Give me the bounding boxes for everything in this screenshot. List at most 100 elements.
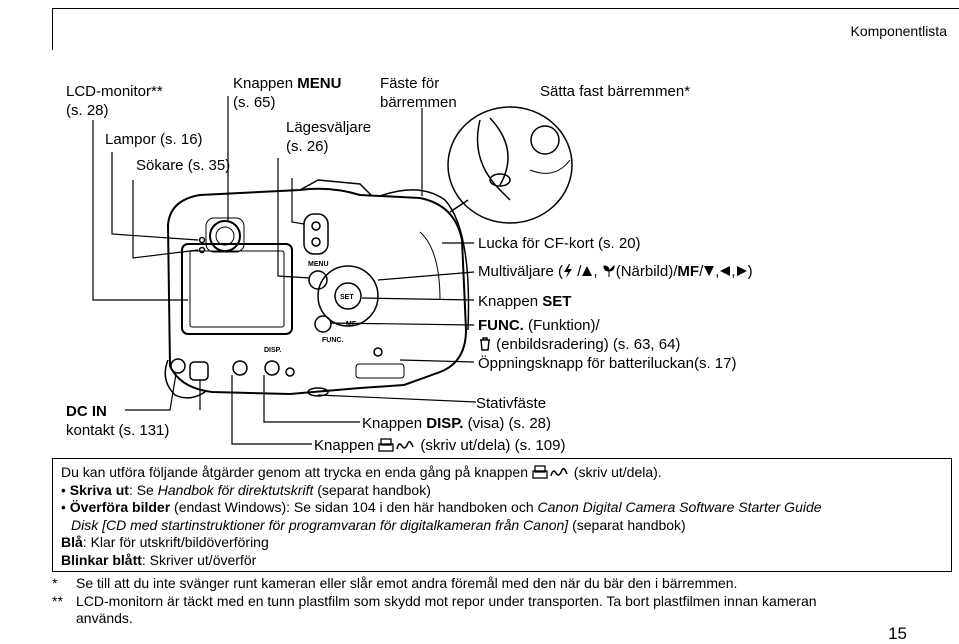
set-bold: SET [542,293,572,310]
lcd-screen [181,243,293,335]
label-menu: Knappen MENU (s. 65) [233,74,341,112]
page-number: 15 [888,624,907,643]
bullet-transfer-italic-2: Disk [CD med startinstruktioner för prog… [71,516,569,533]
down-arrow-icon [704,266,715,276]
info-bullet-transfer-cont: Disk [CD med startinstruktioner för prog… [61,517,943,535]
label-menu-text: Knappen [233,75,298,92]
footnote-2-text: LCD-monitorn är täckt med en tunn plastf… [76,593,817,626]
label-lcd: LCD-monitor** (s. 28) [66,82,163,120]
label-menu-bold: MENU [297,75,342,92]
label-set-button: Knappen SET [478,292,571,311]
camera-grip [379,189,470,331]
label-disp-button: Knappen DISP. (visa) (s. 28) [362,414,551,433]
disp-bold: DISP. [426,415,464,432]
func-line2: (enbildsradering) (s. 63, 64) [478,335,680,354]
label-cf-cover: Lucka för CF-kort (s. 20) [478,235,641,252]
dcin-line2: kontakt (s. 131) [66,422,170,439]
print-share-icon [378,438,414,452]
label-mode-line1: Lägesväljare [286,119,372,136]
blink-text: : Skriver ut/överför [141,551,257,568]
bullet-transfer-b: (separat handbok) [568,516,686,533]
label-menu-line1: Knappen MENU [233,74,341,93]
multi-text-a: Multiväljare ( [478,263,564,280]
bullet-transfer-bold: Överföra bilder [69,499,171,515]
page-header: Komponentlista [52,8,959,50]
multi-text-f: / [699,263,704,280]
dcin-line1: DC IN [66,403,107,420]
label-strap-line1: Fäste för [380,75,440,92]
func-text: (Funktion)/ [523,317,600,334]
label-mode-line2: (s. 26) [286,138,329,155]
blue-bold: Blå [61,534,83,550]
info-box: Du kan utföra följande åtgärder genom at… [52,458,952,572]
info-blink: Blinkar blått: Skriver ut/överför [61,552,943,570]
multi-text-mf: MF [677,263,700,280]
bullet-transfer-a: (endast Windows): Se sidan 104 i den här… [170,499,538,515]
label-strap-line2: bärremmen [380,94,457,111]
bullet-print-a: : Se [128,481,158,498]
footnote-1-mark: * [52,575,58,591]
multi-text-c: , [593,263,602,280]
label-lcd-line2: (s. 28) [66,102,109,119]
multi-text-b: / [573,263,582,280]
info-bullet-transfer: • Överföra bilder (endast Windows): Se s… [61,499,822,515]
cam-mf-mark: MF [346,321,357,328]
disp-text: Knappen [362,415,427,432]
info-intro-a: Du kan utföra följande åtgärder genom at… [61,464,528,480]
footnote-1-text: Se till att du inte svänger runt kameran… [76,575,738,591]
bullet-transfer-italic: Canon Digital Camera Software Starter Gu… [537,499,822,515]
func-bold: FUNC. [478,317,524,334]
multi-selector [317,265,379,327]
print-share-icon [532,465,568,479]
multi-text-h: , [731,263,736,280]
up-arrow-icon [582,266,593,276]
menu-button-shape [308,270,328,290]
label-menu-line2: (s. 65) [233,94,276,111]
bullet-print-bold: Skriva ut [69,481,129,498]
camera-body-outline [166,187,468,396]
trash-icon [480,337,490,351]
info-blue: Blå: Klar för utskrift/bildöverföring [61,534,943,552]
label-battery-release: Öppningsknapp för batteriluckan(s. 17) [478,355,737,372]
footnote-2-mark: ** [52,593,63,609]
multi-text-g: , [715,263,720,280]
print-text: Knappen [314,437,379,454]
bullet-print-italic: Handbok för direktutskrift [157,481,314,498]
cam-func-mark: FUNC. [322,337,343,344]
print-text-2: (skriv ut/dela) (s. 109) [420,437,566,454]
multi-text-i: ) [747,263,753,280]
label-multi-selector: Multiväljare ( /, (Närbild)/MF/,,) [478,262,753,281]
section-title: Komponentlista [850,23,947,39]
macro-icon [603,264,615,277]
right-arrow-icon [736,266,747,276]
label-viewfinder: Sökare (s. 35) [136,157,231,174]
label-lamps: Lampor (s. 16) [105,131,203,148]
func-line1: FUNC. (Funktion)/ [478,316,680,335]
label-mode-dial: Lägesväljare (s. 26) [286,118,371,156]
func-line2-text: (enbildsradering) (s. 63, 64) [496,336,681,353]
footnote-1: * Se till att du inte svänger runt kamera… [52,575,737,592]
label-func-button: FUNC. (Funktion)/ (enbildsradering) (s. … [478,316,680,354]
label-attach-strap: Sätta fast bärremmen* [540,83,691,100]
set-text: Knappen [478,293,543,310]
strap-detail-circle [447,106,573,224]
bullet-print-b: (separat handbok) [313,481,431,498]
cam-disp-mark: DISP. [264,347,281,354]
flash-icon [564,264,573,278]
blink-bold: Blinkar blått [61,551,142,568]
multi-text-d: (Närbild)/ [615,263,678,280]
info-bullet-print: • Skriva ut: Se Handbok för direktutskri… [61,481,431,498]
left-arrow-icon [720,266,731,276]
cam-menu-mark: MENU [308,261,329,268]
footnote-2: ** LCD-monitorn är täckt med en tunn plas… [52,593,832,627]
info-intro: Du kan utföra följande åtgärder genom at… [61,464,943,482]
disp-text-2: (visa) (s. 28) [463,415,551,432]
label-dc-in: DC IN kontakt (s. 131) [66,402,169,440]
blue-text: : Klar för utskrift/bildöverföring [82,534,269,550]
viewfinder [209,220,241,252]
mode-switch [303,213,329,255]
info-intro-b: (skriv ut/dela). [573,464,662,480]
label-print-button: Knappen (skriv ut/dela) (s. 109) [314,436,565,455]
cam-set-mark: SET [340,294,354,301]
